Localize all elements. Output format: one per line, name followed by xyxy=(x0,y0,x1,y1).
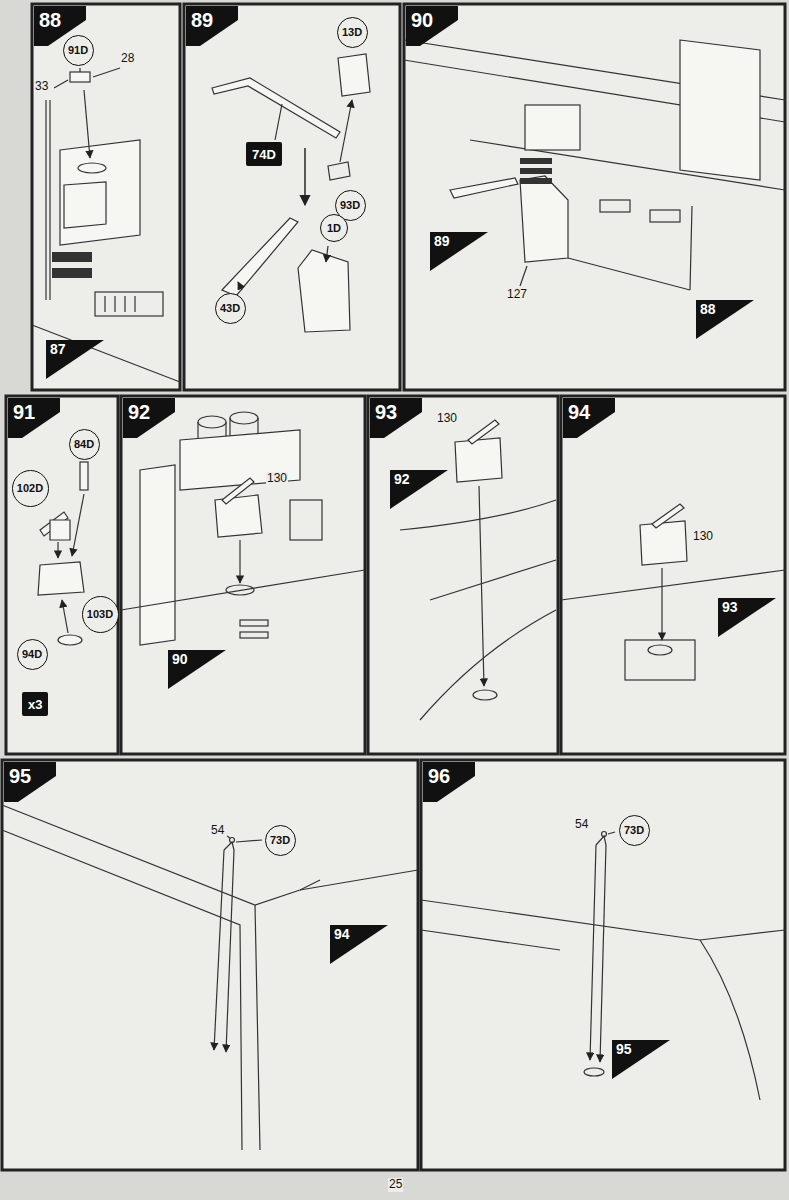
step-reference-marker: 88 xyxy=(696,300,754,339)
part-number: 54 xyxy=(210,824,225,838)
step-reference-marker: 87 xyxy=(46,340,104,379)
step-number-text: 96 xyxy=(428,765,450,788)
step-reference-marker: 90 xyxy=(168,650,226,689)
tab-shape-fill xyxy=(423,762,475,802)
marker-shape-fill xyxy=(330,925,388,964)
step-number-text: 89 xyxy=(434,233,450,249)
part-callout: 13D xyxy=(337,17,368,48)
tab-shape-fill xyxy=(186,6,238,46)
step-number-tab: 95 xyxy=(4,762,56,802)
step-number-text: 94 xyxy=(334,926,350,942)
marker-shape-fill xyxy=(718,598,776,637)
step-number-text: 91 xyxy=(13,401,35,424)
step-number-text: 87 xyxy=(50,341,66,357)
step-number-text: 43D xyxy=(220,302,240,315)
step-number-text: 95 xyxy=(616,1041,632,1057)
part-callout: 102D xyxy=(12,470,49,507)
step-number-text: 93D xyxy=(340,199,360,212)
step-number-text: 92 xyxy=(128,401,150,424)
step-number-tab: 96 xyxy=(423,762,475,802)
marker-shape-fill xyxy=(168,650,226,689)
part-callout: 94D xyxy=(17,639,48,670)
tab-shape-fill xyxy=(4,762,56,802)
step-reference-marker: 94 xyxy=(330,925,388,964)
step-number-tab: 92 xyxy=(123,398,175,438)
step-number-text: 95 xyxy=(9,765,31,788)
part-callout-box: x3 xyxy=(22,692,48,716)
step-number-text: 74D xyxy=(252,148,276,163)
part-callout: 1D xyxy=(320,214,348,242)
step-number-tab: 89 xyxy=(186,6,238,46)
step-number-text: x3 xyxy=(28,698,42,713)
step-number-text: 84D xyxy=(74,438,94,451)
tab-shape-fill xyxy=(8,398,60,438)
step-number-tab: 90 xyxy=(406,6,458,46)
marker-shape-fill xyxy=(612,1040,670,1079)
step-number-text: 73D xyxy=(270,834,290,847)
marker-shape-fill xyxy=(46,340,104,379)
step-number-tab: 93 xyxy=(370,398,422,438)
step-number-text: 93 xyxy=(375,401,397,424)
step-number-text: 88 xyxy=(39,9,61,32)
step-number-text: 103D xyxy=(87,608,113,621)
marker-shape-fill xyxy=(390,470,448,509)
part-number: 130 xyxy=(436,412,458,426)
marker-shape-fill xyxy=(696,300,754,339)
part-number: 28 xyxy=(120,52,135,66)
step-reference-marker: 89 xyxy=(430,232,488,271)
step-number-tab: 91 xyxy=(8,398,60,438)
page-number: 25 xyxy=(388,1178,403,1192)
part-callout: 73D xyxy=(265,825,296,856)
step-number-tab: 94 xyxy=(563,398,615,438)
step-reference-marker: 93 xyxy=(718,598,776,637)
step-number-text: 92 xyxy=(394,471,410,487)
step-number-text: 94 xyxy=(568,401,590,424)
part-callout: 103D xyxy=(82,596,119,633)
step-number-text: 93 xyxy=(722,599,738,615)
part-callout: 43D xyxy=(215,293,246,324)
step-reference-marker: 95 xyxy=(612,1040,670,1079)
part-number: 33 xyxy=(34,80,49,94)
part-number: 127 xyxy=(506,288,528,302)
part-number: 130 xyxy=(266,472,288,486)
part-callout: 73D xyxy=(619,815,650,846)
tab-shape-fill xyxy=(563,398,615,438)
step-number-text: 73D xyxy=(624,824,644,837)
step-number-text: 90 xyxy=(172,651,188,667)
tab-shape-fill xyxy=(406,6,458,46)
part-callout: 84D xyxy=(69,429,100,460)
step-number-text: 102D xyxy=(17,482,43,495)
step-number-text: 88 xyxy=(700,301,716,317)
step-number-text: 1D xyxy=(327,222,341,235)
step-number-text: 89 xyxy=(191,9,213,32)
part-number: 130 xyxy=(692,530,714,544)
step-number-text: 13D xyxy=(342,26,362,39)
marker-shape-fill xyxy=(430,232,488,271)
tab-shape-fill xyxy=(123,398,175,438)
step-number-text: 94D xyxy=(22,648,42,661)
step-number-text: 91D xyxy=(68,44,88,57)
part-number: 54 xyxy=(574,818,589,832)
step-reference-marker: 92 xyxy=(390,470,448,509)
part-callout-box: 74D xyxy=(246,142,282,166)
tab-shape-fill xyxy=(370,398,422,438)
part-callout: 91D xyxy=(63,35,94,66)
step-number-text: 90 xyxy=(411,9,433,32)
